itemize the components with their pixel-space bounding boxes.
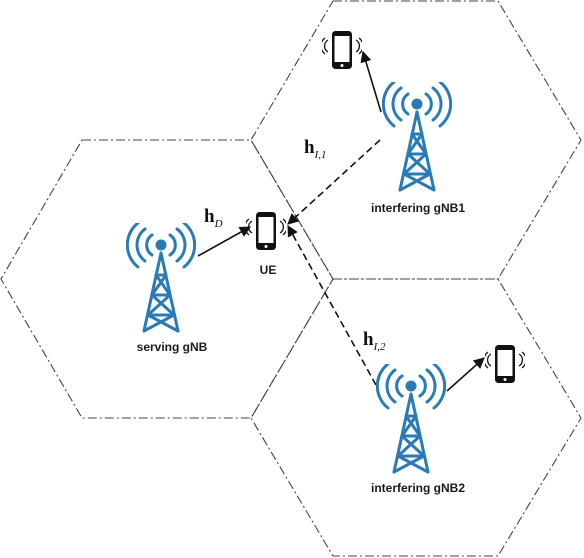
interfered-ue1-phone-icon <box>322 30 362 70</box>
interference-link-2-arrow <box>287 225 377 386</box>
interference-channel-2-label: hI,2 <box>363 329 386 353</box>
cell-interfering-2 <box>250 278 582 557</box>
interfering-gnb2-label: interfering gNB2 <box>371 481 465 495</box>
interferer-1-to-ue-arrow <box>360 50 382 113</box>
interference-link-1-arrow <box>287 139 381 225</box>
direct-channel-label: hD <box>204 206 223 230</box>
interfered-ue2-phone-icon <box>485 344 525 384</box>
interfering-gnb2-tower-icon <box>376 364 446 474</box>
cell-serving <box>0 139 334 419</box>
ue-label: UE <box>260 263 277 277</box>
serving-gnb-label: serving gNB <box>137 340 208 354</box>
interference-channel-1-label: hI,1 <box>304 137 327 161</box>
ue-phone-icon <box>246 211 286 251</box>
interfering-gnb1-tower-icon <box>382 82 452 192</box>
serving-gnb-tower-icon <box>126 223 196 333</box>
interferer-2-to-ue-arrow <box>446 357 485 392</box>
direct-link-arrow <box>197 226 251 257</box>
interfering-gnb1-label: interfering gNB1 <box>371 201 465 215</box>
